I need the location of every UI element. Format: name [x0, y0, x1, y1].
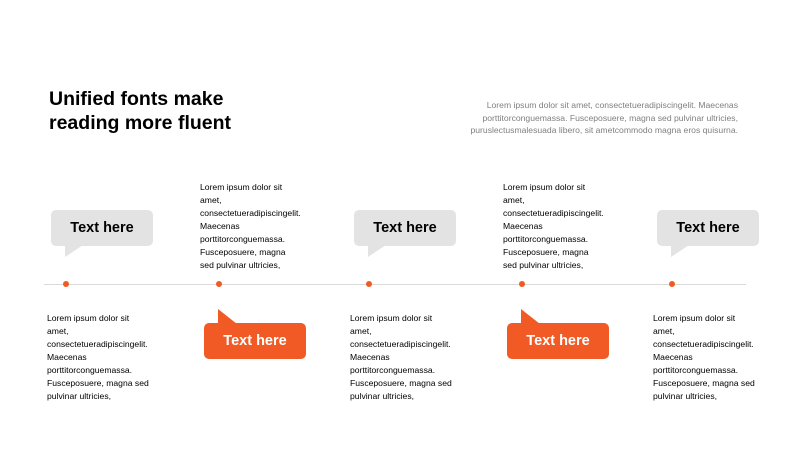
callout-tail-1: [65, 245, 83, 257]
intro-paragraph: Lorem ipsum dolor sit amet, consectetuer…: [470, 100, 739, 135]
callout-tail-3: [368, 245, 386, 257]
slide-title: Unified fonts make reading more fluent: [49, 88, 232, 134]
timeline-dot-2: [216, 281, 222, 287]
callout-tail-5: [671, 245, 689, 257]
callout-bubble-1: Text here: [51, 210, 153, 257]
timeline-dot-3: [366, 281, 372, 287]
timeline-dot-5: [669, 281, 675, 287]
callout-bubble-4: Text here: [507, 309, 609, 359]
timeline-line: [44, 284, 746, 285]
step-description-1: Lorem ipsum dolor sit amet, consectetuer…: [47, 313, 149, 401]
callout-label-1: Text here: [70, 220, 134, 236]
timeline-dot-1: [63, 281, 69, 287]
timeline-dot-4: [519, 281, 525, 287]
callout-label-3: Text here: [373, 220, 437, 236]
step-description-5: Lorem ipsum dolor sit amet, consectetuer…: [653, 313, 755, 401]
callout-bubble-3: Text here: [354, 210, 456, 257]
callout-tail-2: [218, 309, 237, 324]
callout-label-2: Text here: [223, 333, 287, 349]
callout-bubble-2: Text here: [204, 309, 306, 359]
step-description-2: Lorem ipsum dolor sit amet, consectetuer…: [200, 182, 301, 270]
step-description-3: Lorem ipsum dolor sit amet, consectetuer…: [350, 313, 452, 401]
callout-label-5: Text here: [676, 220, 740, 236]
callout-bubble-5: Text here: [657, 210, 759, 257]
callout-label-4: Text here: [526, 333, 590, 349]
callout-tail-4: [521, 309, 540, 324]
step-description-4: Lorem ipsum dolor sit amet, consectetuer…: [503, 182, 604, 270]
